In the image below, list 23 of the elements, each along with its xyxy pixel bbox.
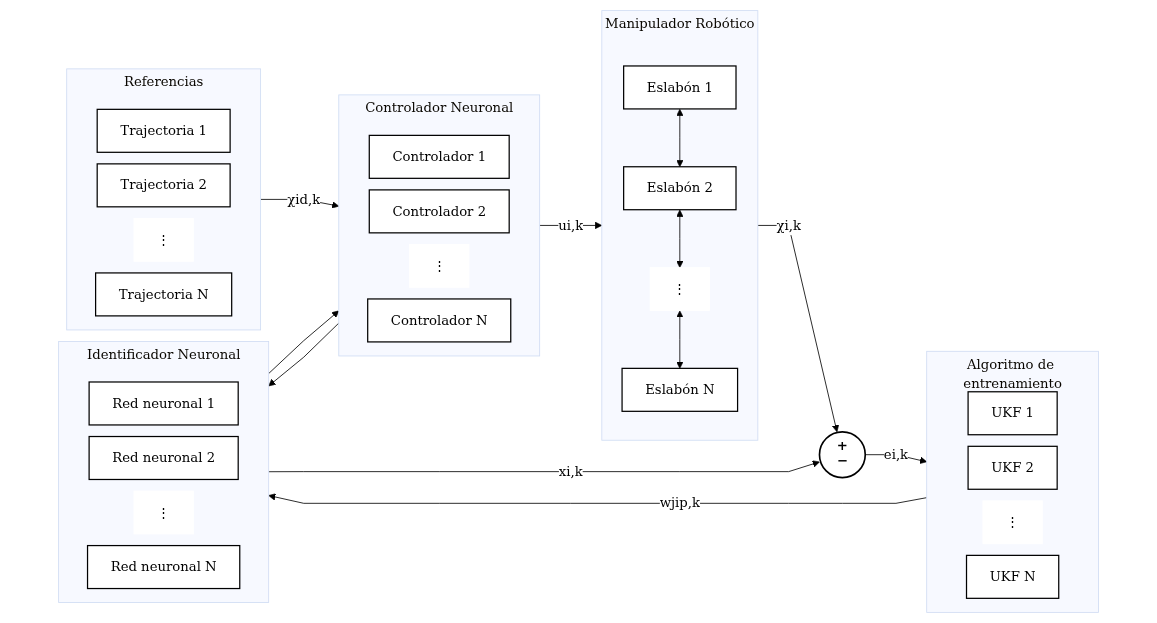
node-box: ⋮ xyxy=(649,267,710,311)
edge-label: ui,k xyxy=(558,217,584,233)
node-box: Eslabón 1 xyxy=(622,65,737,110)
node-circle: + − xyxy=(818,430,866,479)
edge-label: χid,k xyxy=(287,191,321,207)
edge-label: wjip,k xyxy=(659,495,700,511)
node-box: UKF 1 xyxy=(967,391,1058,436)
node-box: Trajectoria N xyxy=(94,272,233,317)
node-box: UKF N xyxy=(965,554,1060,599)
node-box: Controlador 2 xyxy=(368,189,510,234)
node-box: Red neuronal 1 xyxy=(88,381,239,426)
node-box: Trajectoria 1 xyxy=(96,108,231,153)
node-box: UKF 2 xyxy=(967,445,1058,490)
node-box: Eslabón N xyxy=(621,367,739,412)
edge-label: xi,k xyxy=(558,463,583,480)
node-box: Controlador 1 xyxy=(368,134,510,179)
edge-label: ei,k xyxy=(883,446,909,463)
node-box: Red neuronal 2 xyxy=(88,435,239,481)
node-box: Eslabón 2 xyxy=(622,166,737,211)
node-box: Controlador N xyxy=(367,298,512,343)
edge-label: χi,k xyxy=(776,217,801,233)
node-box: Trajectoria 2 xyxy=(96,163,231,208)
node-box: Red neuronal N xyxy=(86,544,241,590)
